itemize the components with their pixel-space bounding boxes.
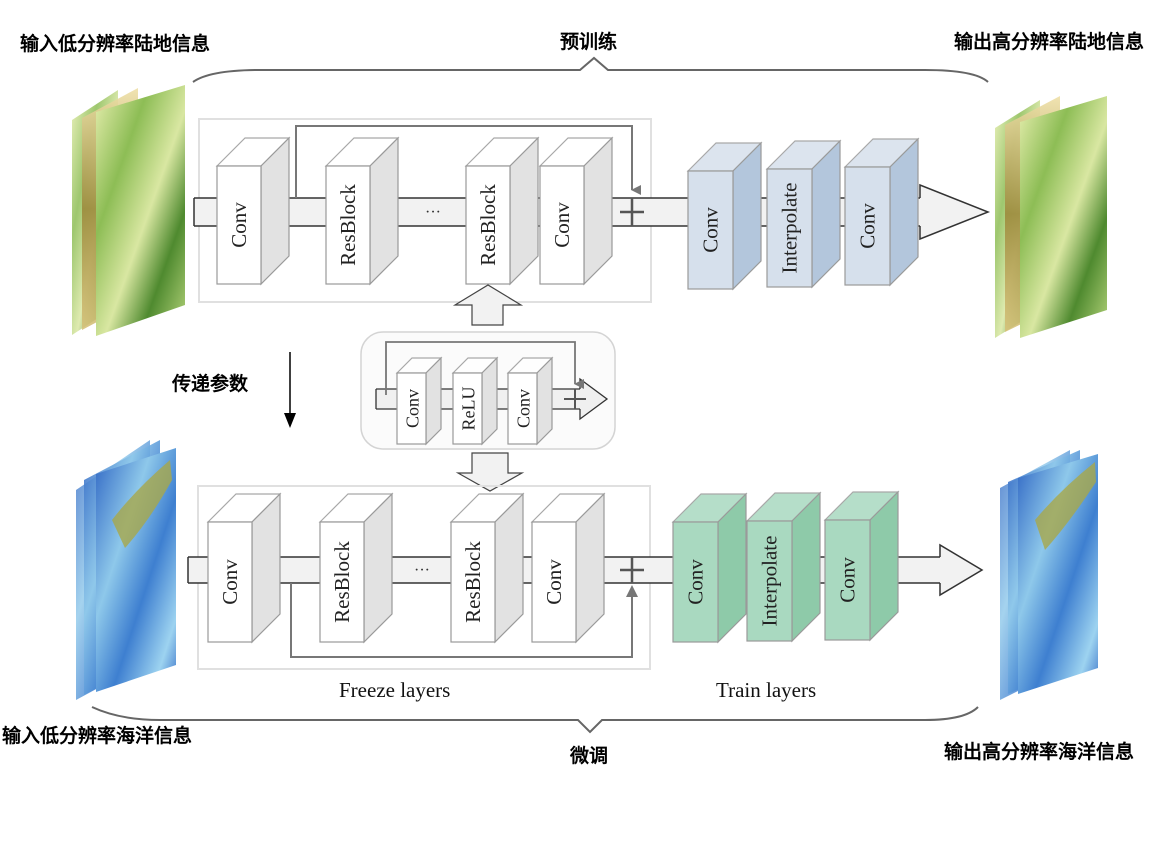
bottom-ellipsis: ··· <box>414 562 430 579</box>
top-frozen-block-1: ResBlock <box>324 136 400 286</box>
bottom-head-block-0-label: Conv <box>684 559 708 605</box>
top-frozen-block-0-label: Conv <box>227 202 251 248</box>
bottom-frozen-block-1-label: ResBlock <box>330 541 354 623</box>
bottom-head-block-2: Conv <box>823 490 900 642</box>
down-hollow-arrow-icon <box>455 452 525 492</box>
bottom-frozen-block-3-label: Conv <box>542 559 566 605</box>
top-head-block-0: Conv <box>686 141 763 291</box>
bottom-head-block-0: Conv <box>671 492 748 644</box>
top-frozen-block-0: Conv <box>215 136 291 286</box>
pretrain-brace <box>192 56 989 83</box>
bottom-skip-arrowhead-icon <box>626 585 638 597</box>
pretrain-label: 预训练 <box>560 30 617 53</box>
top-head-block-1: Interpolate <box>765 139 842 289</box>
resblock-detail-block-0: Conv <box>395 356 443 446</box>
resblock-skip-connection <box>385 341 584 395</box>
input-land-map <box>72 85 185 336</box>
bottom-frozen-block-3: Conv <box>530 492 606 644</box>
output-ocean-map <box>1000 450 1098 700</box>
top-head-block-1-label: Interpolate <box>778 183 802 274</box>
bottom-frozen-block-0-label: Conv <box>218 559 242 605</box>
bottom-head-block-2-label: Conv <box>836 557 860 603</box>
train-layers-label: Train layers <box>716 678 816 702</box>
top-frozen-block-1-label: ResBlock <box>336 184 360 266</box>
bottom-frozen-block-2: ResBlock <box>449 492 525 644</box>
top-frozen-block-3: Conv <box>538 136 614 286</box>
input-ocean-map <box>76 440 176 700</box>
resblock-plus-icon <box>564 389 586 409</box>
bottom-head-block-1-label: Interpolate <box>758 536 782 627</box>
bottom-frozen-block-1: ResBlock <box>318 492 394 644</box>
resblock-detail-block-2: Conv <box>506 356 554 446</box>
input-ocean-label: 输入低分辨率海洋信息 <box>2 724 192 747</box>
bottom-head-block-1: Interpolate <box>745 491 822 643</box>
resblock-detail-block-1-label: ReLU <box>459 387 479 431</box>
top-frozen-block-2-label: ResBlock <box>476 184 500 266</box>
top-ellipsis: ··· <box>425 204 441 221</box>
resblock-detail-block-1: ReLU <box>451 356 499 446</box>
finetune-label: 微调 <box>569 744 608 767</box>
up-hollow-arrow-icon <box>452 284 524 326</box>
bottom-skip-connection <box>290 583 633 658</box>
top-frozen-block-2: ResBlock <box>464 136 540 286</box>
top-plus-icon <box>620 198 644 226</box>
output-land-map <box>995 96 1107 338</box>
transfer-params-label: 传递参数 <box>171 372 249 395</box>
top-head-block-2: Conv <box>843 137 920 287</box>
output-land-label: 输出高分辨率陆地信息 <box>954 30 1144 53</box>
bottom-plus-icon <box>620 557 644 583</box>
freeze-layers-label: Freeze layers <box>339 678 450 702</box>
top-frozen-block-3-label: Conv <box>550 202 574 248</box>
finetune-brace <box>91 706 979 734</box>
top-head-block-0-label: Conv <box>699 207 723 253</box>
input-land-label: 输入低分辨率陆地信息 <box>20 32 210 55</box>
resblock-detail-block-2-label: Conv <box>514 389 534 428</box>
top-skip-connection <box>295 125 641 198</box>
transfer-arrow-icon <box>284 352 296 428</box>
top-head-block-2-label: Conv <box>856 203 880 249</box>
output-ocean-label: 输出高分辨率海洋信息 <box>944 740 1134 763</box>
resblock-detail-block-0-label: Conv <box>403 389 423 428</box>
bottom-frozen-block-2-label: ResBlock <box>461 541 485 623</box>
bottom-frozen-block-0: Conv <box>206 492 282 644</box>
